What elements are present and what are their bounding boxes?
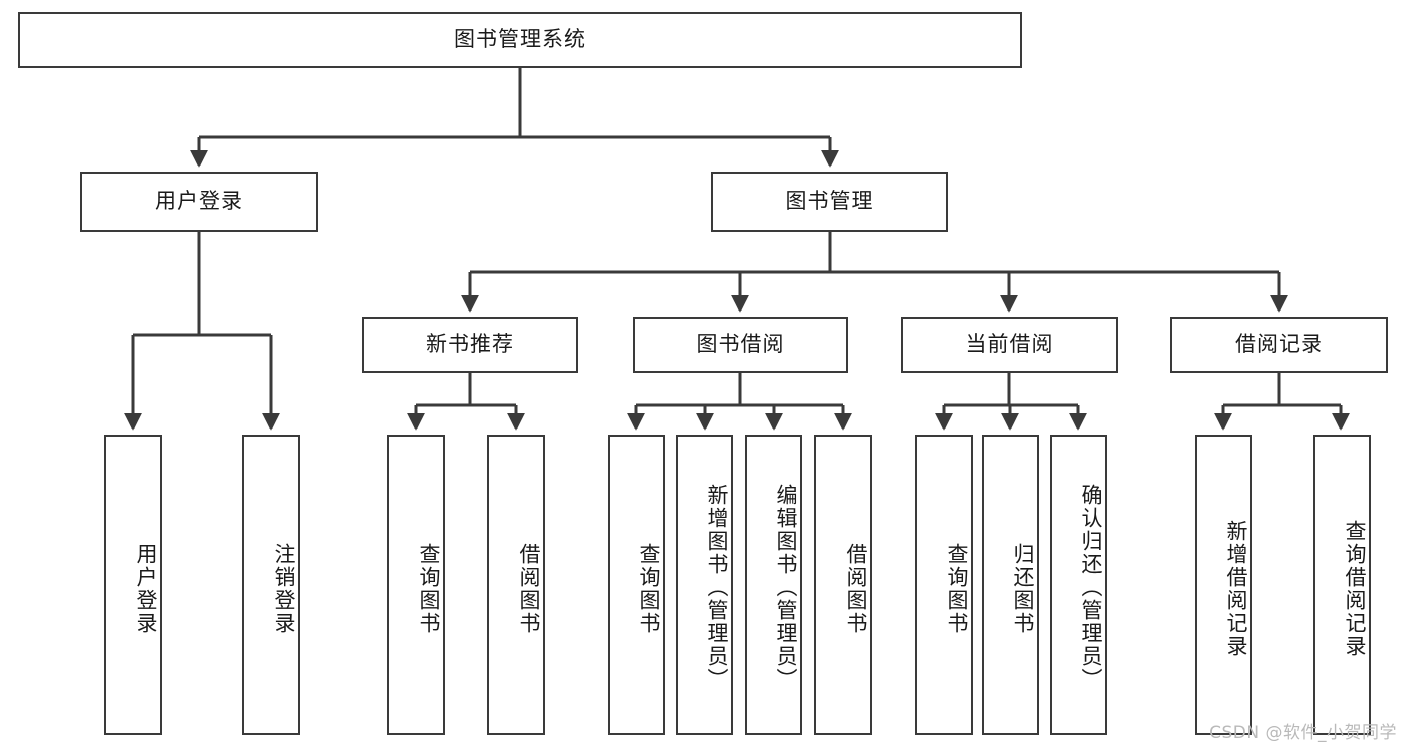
node-leaf-query-borrow-record-label: 查询借阅记录 (1343, 520, 1367, 658)
node-leaf-return-book[interactable]: 归还图书 (982, 435, 1039, 735)
node-leaf-confirm-return-admin-label: 确认归还（管理员） (1079, 483, 1103, 691)
node-book-borrow-label: 图书借阅 (696, 332, 785, 357)
node-root-label: 图书管理系统 (454, 27, 586, 52)
node-current-borrow-label: 当前借阅 (965, 332, 1054, 357)
node-user-login-label: 用户登录 (155, 189, 243, 214)
node-leaf-query-book-borrow[interactable]: 查询图书 (608, 435, 665, 735)
node-leaf-edit-book-admin[interactable]: 编辑图书（管理员） (745, 435, 802, 735)
node-leaf-query-book-current[interactable]: 查询图书 (915, 435, 973, 735)
watermark: CSDN @软件_小贺同学 (1209, 723, 1397, 743)
node-leaf-return-book-label: 归还图书 (1011, 543, 1035, 635)
node-leaf-confirm-return-admin[interactable]: 确认归还（管理员） (1050, 435, 1107, 735)
node-leaf-query-book-borrow-label: 查询图书 (637, 543, 661, 635)
node-leaf-borrow-book[interactable]: 借阅图书 (814, 435, 872, 735)
node-leaf-user-login[interactable]: 用户登录 (104, 435, 162, 735)
node-book-manage-label: 图书管理 (785, 189, 874, 214)
node-leaf-borrow-book-recommend-label: 借阅图书 (517, 543, 541, 635)
node-leaf-add-book-admin[interactable]: 新增图书（管理员） (676, 435, 733, 735)
node-leaf-borrow-book-recommend[interactable]: 借阅图书 (487, 435, 545, 735)
node-leaf-add-borrow-record-label: 新增借阅记录 (1224, 520, 1248, 658)
node-current-borrow[interactable]: 当前借阅 (901, 317, 1118, 373)
node-leaf-query-book-current-label: 查询图书 (945, 543, 969, 635)
node-leaf-logout-login[interactable]: 注销登录 (242, 435, 300, 735)
node-leaf-add-book-admin-label: 新增图书（管理员） (705, 483, 729, 691)
node-user-login[interactable]: 用户登录 (80, 172, 318, 232)
node-leaf-edit-book-admin-label: 编辑图书（管理员） (774, 483, 798, 691)
node-leaf-add-borrow-record[interactable]: 新增借阅记录 (1195, 435, 1252, 735)
node-leaf-user-login-label: 用户登录 (134, 543, 158, 635)
node-new-book-recommend-label: 新书推荐 (426, 332, 514, 357)
node-leaf-query-book-recommend[interactable]: 查询图书 (387, 435, 445, 735)
node-root[interactable]: 图书管理系统 (18, 12, 1022, 68)
node-borrow-record-label: 借阅记录 (1235, 332, 1323, 357)
node-new-book-recommend[interactable]: 新书推荐 (362, 317, 578, 373)
node-leaf-logout-login-label: 注销登录 (272, 543, 296, 635)
node-book-manage[interactable]: 图书管理 (711, 172, 948, 232)
node-book-borrow[interactable]: 图书借阅 (633, 317, 848, 373)
node-borrow-record[interactable]: 借阅记录 (1170, 317, 1388, 373)
node-leaf-query-borrow-record[interactable]: 查询借阅记录 (1313, 435, 1371, 735)
node-leaf-query-book-recommend-label: 查询图书 (417, 543, 441, 635)
node-leaf-borrow-book-label: 借阅图书 (844, 543, 868, 635)
